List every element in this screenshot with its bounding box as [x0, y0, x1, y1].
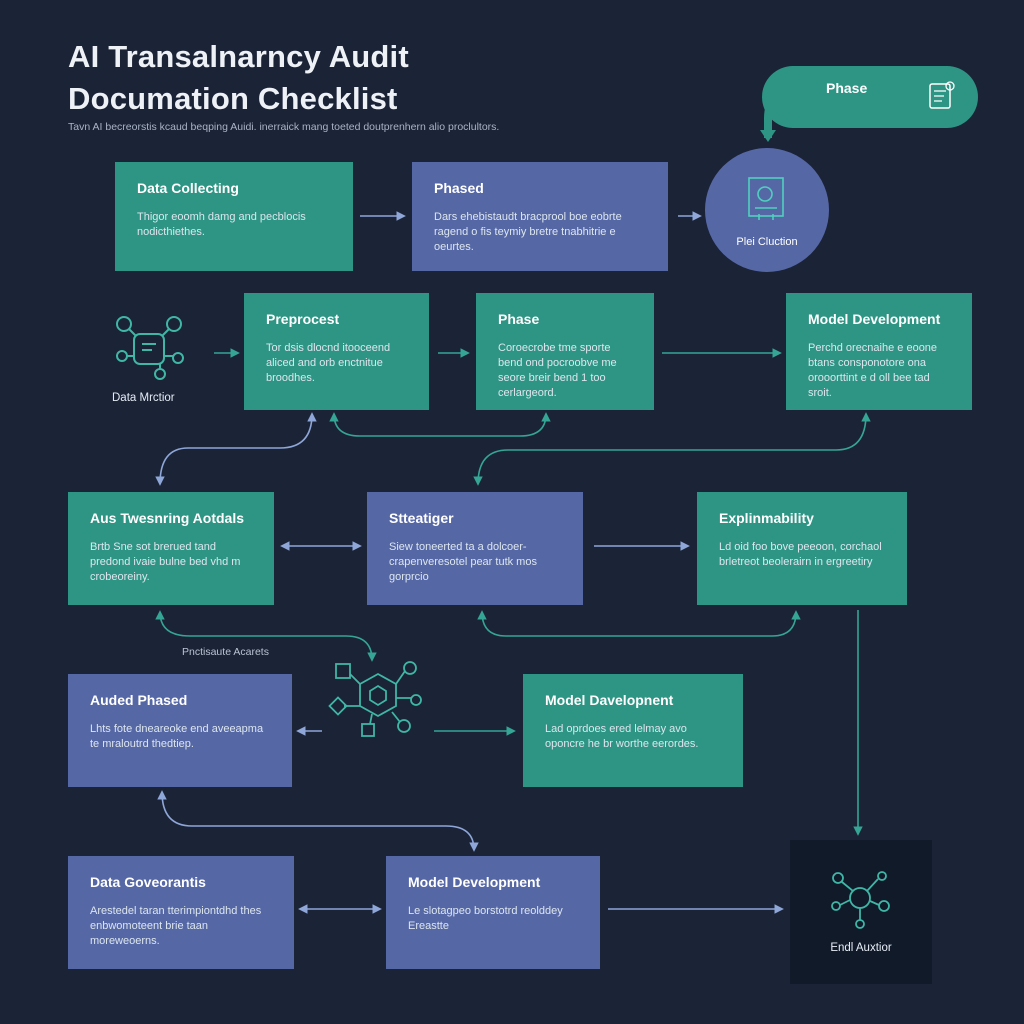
- box-model-development-1[interactable]: Model Development Perchd orecnaihe e eoo…: [786, 293, 972, 410]
- arrow-strategy-explain-loop: [477, 610, 801, 637]
- box-explainability[interactable]: Explinmability Ld oid foo bove peeoon, c…: [697, 492, 907, 605]
- box-title: Model Davelopnent: [545, 692, 674, 708]
- molecule-icon: [831, 871, 890, 929]
- box-title: Preprocest: [266, 311, 340, 327]
- arrow-auditing-to-hub: [155, 610, 377, 662]
- end-node[interactable]: Endl Auxtior: [790, 840, 932, 984]
- box-preprocess[interactable]: Preprocest Tor dsis dlocnd itooceend ali…: [244, 293, 429, 410]
- box-title: Phased: [434, 180, 484, 196]
- box-description: Tor dsis dlocnd itooceend aliced and orb…: [266, 342, 391, 384]
- box-data-governance[interactable]: Data Goveorantis Arestedel taran tterimp…: [68, 856, 294, 969]
- box-description: Lhts fote dneareoke end aveeapma te mral…: [90, 723, 264, 750]
- box-title: Model Development: [408, 874, 541, 890]
- arrow-preprocess-phase-loop: [329, 412, 551, 437]
- checklist-icon: [748, 177, 784, 220]
- box-audited-phased[interactable]: Auded Phased Lhts fote dneareoke end ave…: [68, 674, 292, 787]
- box-title: Phase: [498, 311, 540, 327]
- box-description: Lad oprdoes ered lelmay avo oponcre he b…: [545, 723, 699, 750]
- diagram-subtitle: Tavn AI becreorstis kcaud beqping Auidi.…: [68, 121, 500, 133]
- document-icon: [917, 73, 965, 121]
- box-description: Coroecrobe tme sporte bend ond pocroobve…: [498, 342, 617, 399]
- title-line-2: Documation Checklist: [68, 81, 398, 116]
- end-node-label: Endl Auxtior: [830, 942, 892, 954]
- arrow-modeldev-to-strategy: [473, 412, 871, 486]
- box-model-development-3[interactable]: Model Development Le slotagpeo borstotrd…: [386, 856, 600, 969]
- data-node-label: Data Mrctior: [112, 392, 175, 404]
- box-title: Data Goveorantis: [90, 874, 206, 890]
- box-description: Le slotagpeo borstotrd reolddey Ereastte: [408, 905, 563, 932]
- hub-label: Pnctisaute Acarets: [182, 646, 269, 658]
- box-model-development-2[interactable]: Model Davelopnent Lad oprdoes ered lelma…: [523, 674, 743, 787]
- box-title: Auded Phased: [90, 692, 188, 708]
- phase-pill[interactable]: Phase: [762, 66, 978, 128]
- box-auditing[interactable]: Aus Twesnring Aotdals Brtb Sne sot breru…: [68, 492, 274, 605]
- title-line-1: AI Transalnarncy Audit: [68, 39, 409, 74]
- hexagon-network-icon: [328, 661, 422, 737]
- box-phase[interactable]: Phase Coroecrobe tme sporte bend ond poc…: [476, 293, 654, 410]
- box-description: Thigor eoomh damg and pecblocis nodicthi…: [137, 211, 306, 238]
- box-title: Data Collecting: [137, 180, 239, 196]
- box-description: Dars ehebistaudt bracprool boe eobrte ra…: [434, 211, 622, 253]
- box-description: Siew toneerted ta a dolcoer-crapenvereso…: [389, 541, 537, 583]
- box-title: Explinmability: [719, 510, 814, 526]
- box-title: Model Development: [808, 311, 941, 327]
- diagram-title: AI Transalnarncy Audit Documation Checkl…: [68, 36, 409, 120]
- box-title: Stteatiger: [389, 510, 454, 526]
- box-data-collecting[interactable]: Data Collecting Thigor eoomh damg and pe…: [115, 162, 353, 271]
- box-phased[interactable]: Phased Dars ehebistaudt bracprool boe eo…: [412, 162, 668, 271]
- box-description: Brtb Sne sot brerued tand predond ivaie …: [90, 541, 241, 583]
- box-description: Ld oid foo bove peeoon, corchaol brletre…: [719, 541, 882, 568]
- box-description: Arestedel taran tterimpiontdhd thes enbw…: [90, 905, 262, 947]
- arrow-audited-to-modeldev3: [157, 790, 479, 852]
- arrow-pill-head: [760, 130, 776, 142]
- network-node-icon: [116, 316, 184, 380]
- circle-node-label: Plei Cluction: [736, 236, 798, 248]
- box-description: Perchd orecnaihe e eoone btans consponot…: [808, 342, 938, 399]
- box-title: Aus Twesnring Aotdals: [90, 510, 245, 526]
- box-strategy[interactable]: Stteatiger Siew toneerted ta a dolcoer-c…: [367, 492, 583, 605]
- phase-pill-label: Phase: [826, 80, 868, 96]
- arrow-preprocess-to-auditing: [155, 412, 317, 486]
- clearance-circle-node[interactable]: Plei Cluction: [705, 148, 829, 272]
